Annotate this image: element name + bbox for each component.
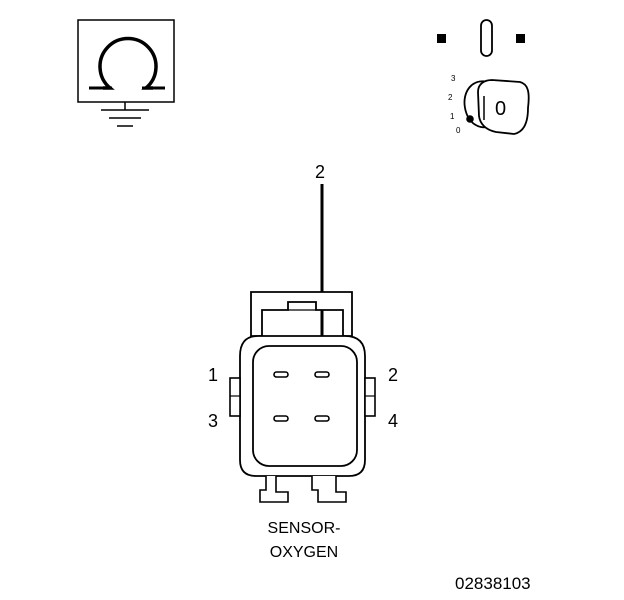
terminal-3 [273,415,289,422]
position-0-label: 0 [456,126,461,135]
right-side-tab [364,377,376,417]
position-1-label: 1 [450,112,455,121]
indicator-square-right [516,34,525,43]
position-2-label: 2 [448,93,453,102]
pin-label-3: 3 [208,411,218,431]
terminal-4 [314,415,330,422]
key-position-label: 0 [495,98,506,120]
connector-caption-line2: OXYGEN [270,544,338,561]
bottom-foot-right [311,476,347,503]
ignition-switch-symbol [437,19,525,57]
indicator-square-left [437,34,446,43]
position-3-label: 3 [451,74,456,83]
connector-face [252,345,358,467]
connector-caption-line1: SENSOR- [268,520,341,537]
off-bar-icon [480,19,493,57]
ignition-key-icon: 0 3 2 1 0 [448,74,530,135]
bottom-foot-left [259,476,289,503]
terminal-1 [273,371,289,378]
pin-label-4: 4 [388,411,398,431]
key-position-dot [466,115,474,123]
pin-label-1: 1 [208,365,218,385]
oxygen-sensor-connector: 1 3 2 4 [208,291,398,503]
pin-label-2: 2 [388,365,398,385]
connector-latch [250,291,353,337]
ground-symbol [101,109,149,127]
ohmmeter-icon [77,19,175,127]
probe-pin-label: 2 [315,162,325,182]
figure-id: 02838103 [455,574,531,593]
left-side-tab [229,377,241,417]
terminal-2 [314,371,330,378]
